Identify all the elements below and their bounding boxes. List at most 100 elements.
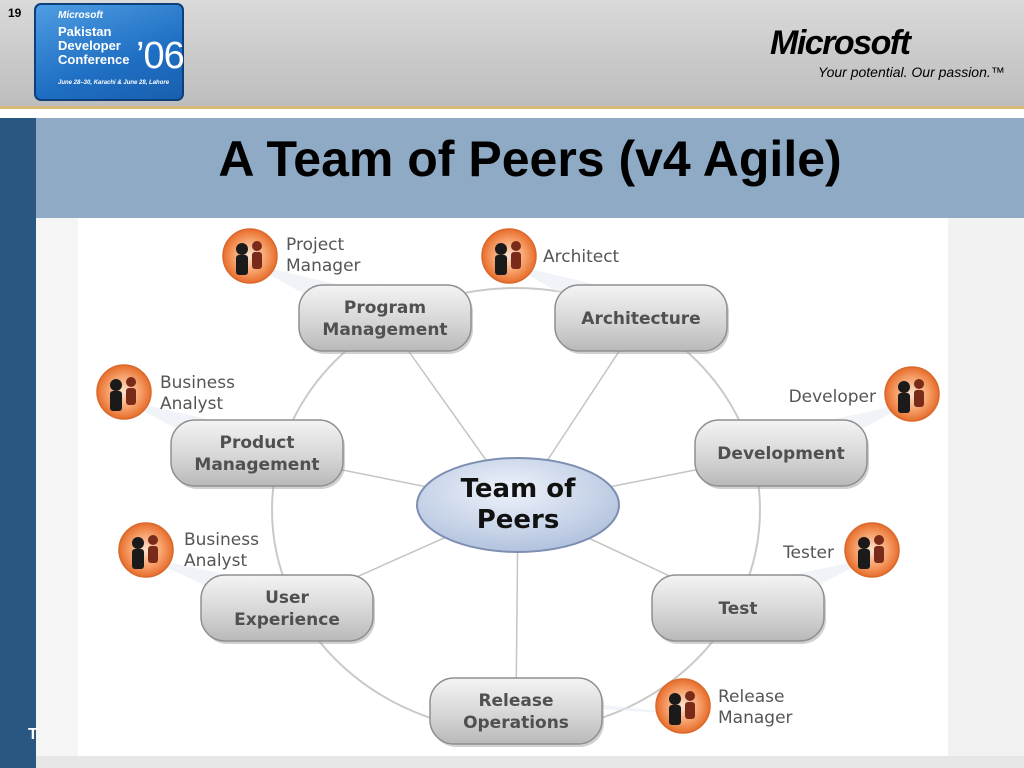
person-head-secondary (874, 535, 884, 545)
role-box-label-line1: Test (718, 599, 757, 619)
person-head (110, 379, 122, 391)
bottom-strip (36, 756, 1024, 768)
person-body (669, 705, 681, 725)
person-label-line1: Developer (789, 387, 876, 407)
person-icon-badge (884, 366, 940, 422)
person-label-line2: Analyst (184, 551, 247, 571)
conference-year: ’06 (136, 35, 185, 77)
role-box-shape (429, 677, 603, 745)
person-icon-badge (96, 364, 152, 420)
center-label-line1: Team of (461, 474, 576, 504)
background-panel-left (36, 218, 78, 758)
role-box-shape (298, 284, 472, 352)
left-accent-bar (0, 118, 36, 768)
person-body-secondary (874, 546, 884, 563)
role-box-development: Development (694, 419, 869, 489)
person-head-secondary (914, 379, 924, 389)
slide-number: 19 (8, 6, 22, 20)
person-head (858, 537, 870, 549)
role-box-label-line2: Management (194, 455, 319, 475)
background-panel-right (948, 218, 1024, 768)
person-label-line1: Business (160, 373, 235, 393)
role-box-label-line2: Management (322, 320, 447, 340)
person-icon-badge (222, 228, 278, 284)
role-box-architecture: Architecture (554, 284, 729, 354)
conference-line2: Developer (58, 38, 121, 53)
conference-brand: Microsoft (58, 10, 103, 21)
person-body (236, 255, 248, 275)
person-icon-badge (844, 522, 900, 578)
person-icon (884, 366, 940, 422)
person-body (495, 255, 507, 275)
person-icon (118, 522, 174, 578)
microsoft-tagline: Your potential. Our passion.™ (818, 64, 1005, 80)
microsoft-logo: Microsoft (770, 24, 911, 62)
left-bar-text: T (28, 726, 38, 743)
conference-dates: June 28–30, Karachi & June 28, Lahore (58, 80, 170, 86)
callout-test (682, 558, 872, 599)
person-head-secondary (252, 241, 262, 251)
role-box-label-line2: Operations (463, 713, 569, 733)
role-box-label-line2: Experience (234, 610, 340, 630)
person-label-line2: Manager (286, 256, 361, 276)
person-icon (96, 364, 152, 420)
role-box-shape (170, 419, 344, 487)
role-box-shape (694, 419, 868, 487)
center-ellipse (416, 457, 620, 553)
role-box-label-line1: Architecture (581, 309, 700, 329)
person-body (858, 549, 870, 569)
role-box-label-line1: Development (717, 444, 844, 464)
role-box-label-line1: Program (344, 298, 426, 318)
person-body-secondary (126, 388, 136, 405)
role-box-label-line1: User (265, 588, 309, 608)
title-bar (36, 118, 1024, 218)
person-label-line1: Business (184, 530, 259, 550)
person-icon-badge (655, 678, 711, 734)
person-body-secondary (685, 702, 695, 719)
role-box-shape (200, 574, 374, 642)
person-label-line1: Release (718, 687, 784, 707)
person-label-line2: Analyst (160, 394, 223, 414)
person-head (236, 243, 248, 255)
person-icon-badge (118, 522, 174, 578)
person-body-secondary (252, 252, 262, 269)
role-box-shape (651, 574, 825, 642)
person-head (898, 381, 910, 393)
slide-title: A Team of Peers (v4 Agile) (218, 131, 842, 187)
conference-line1: Pakistan (58, 24, 112, 39)
person-icon (655, 678, 711, 734)
person-body (898, 393, 910, 413)
person-head (132, 537, 144, 549)
person-icon (222, 228, 278, 284)
role-box-label-line1: Release (478, 691, 553, 711)
person-body (132, 549, 144, 569)
person-label-line1: Project (286, 235, 344, 255)
person-head-secondary (685, 691, 695, 701)
header-divider (0, 106, 1024, 109)
conference-line3: Conference (58, 52, 130, 67)
person-head-secondary (126, 377, 136, 387)
person-body-secondary (148, 546, 158, 563)
role-box-label-line1: Product (220, 433, 295, 453)
person-body (110, 391, 122, 411)
person-icon (844, 522, 900, 578)
center-node: Team of Peers (416, 457, 620, 553)
person-icon-badge (481, 228, 537, 284)
person-body-secondary (511, 252, 521, 269)
person-head-secondary (148, 535, 158, 545)
conference-badge-logo: Microsoft Pakistan Developer Conference … (34, 3, 185, 101)
person-body-secondary (914, 390, 924, 407)
person-head (669, 693, 681, 705)
person-icon (481, 228, 537, 284)
role-box-test: Test (651, 574, 826, 644)
role-box-shape (554, 284, 728, 352)
role-boxes: ProgramManagementArchitectureDevelopment… (170, 284, 869, 747)
center-label-line2: Peers (477, 505, 560, 535)
person-label-line1: Tester (782, 543, 834, 563)
